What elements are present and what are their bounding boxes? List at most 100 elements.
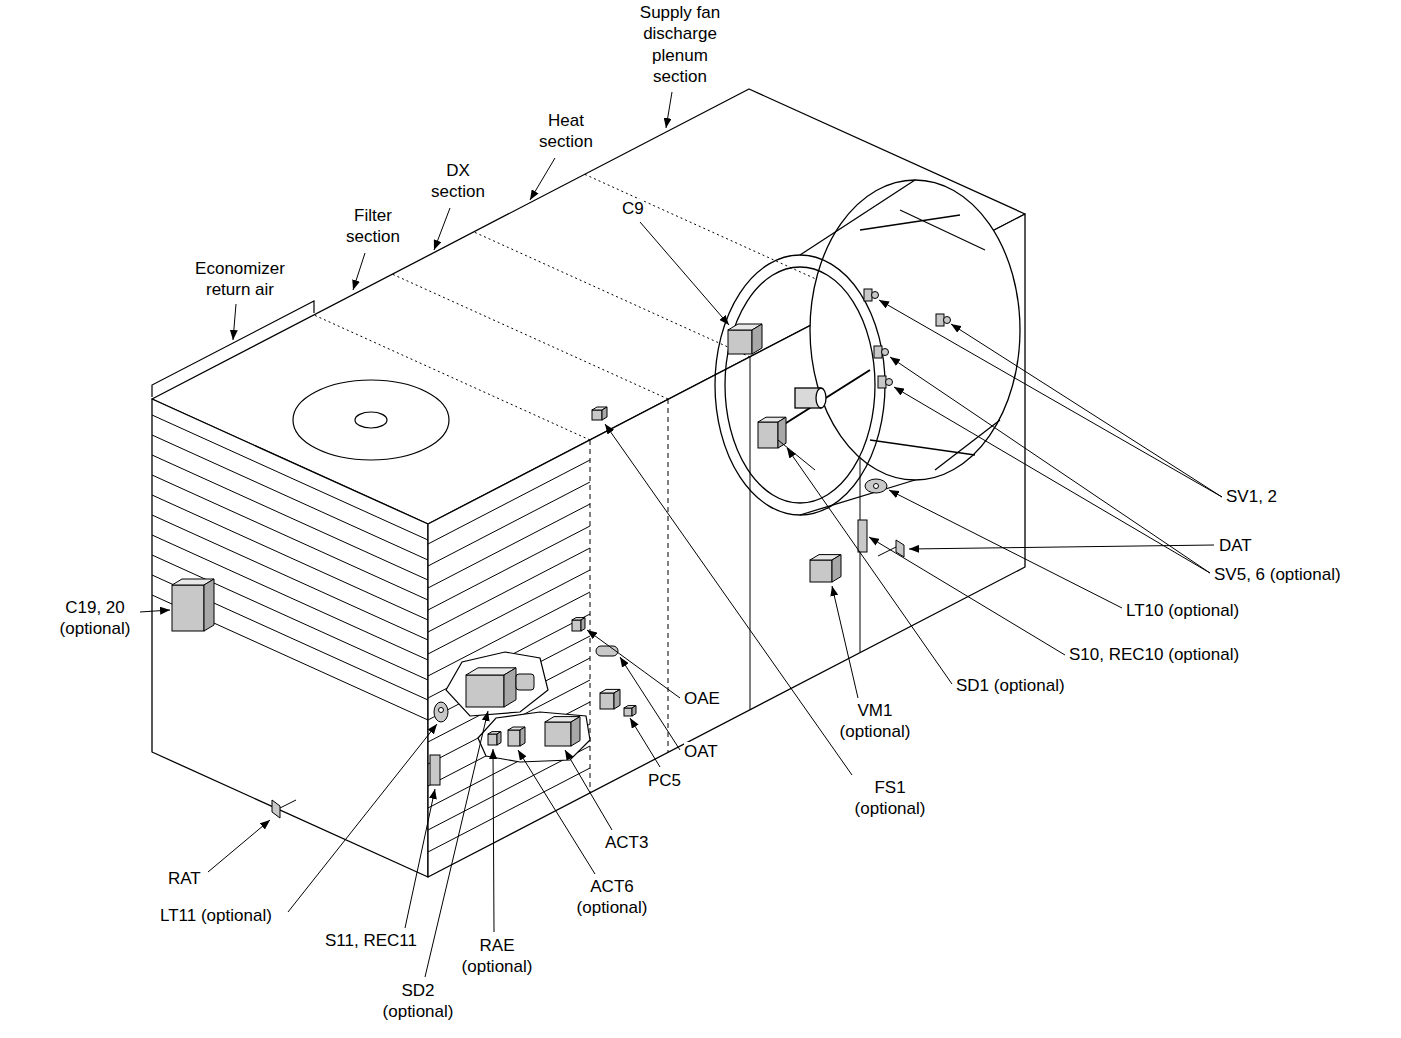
supply-fan (935, 420, 1000, 470)
callout-label: C9 (622, 199, 644, 218)
callout-label: FS1 (optional) (855, 778, 926, 818)
condenser-fan-opening (355, 412, 387, 428)
component-box (758, 422, 778, 448)
louver-slats (428, 636, 590, 720)
component-box (596, 646, 618, 656)
supply-fan (800, 180, 915, 255)
leader-line (640, 222, 729, 325)
supply-fan (725, 267, 875, 503)
louver-slats (152, 555, 428, 680)
component-box (572, 620, 581, 631)
callout-label: SD2 (optional) (375, 980, 461, 1023)
section-label: Supply fan discharge plenum section (634, 2, 726, 87)
louver-slats (152, 455, 428, 580)
valve-symbol (878, 376, 886, 388)
callout-label: PC5 (648, 770, 681, 791)
leader-line (405, 789, 435, 928)
callout-label: S11, REC11 (325, 930, 417, 951)
component-box (430, 755, 440, 785)
callout-label: OAT (684, 741, 718, 762)
condenser-fan-opening (293, 380, 449, 460)
economizer-bracket (152, 301, 314, 397)
leader-line (832, 586, 858, 698)
callout-label: RAT (168, 869, 201, 888)
sensor-symbol (280, 800, 296, 808)
leader-line (518, 750, 595, 874)
louver-slats (428, 460, 590, 544)
supply-fan (870, 440, 975, 455)
component-box (571, 717, 580, 746)
component-box (466, 675, 504, 707)
callout-label: LT10 (optional) (1126, 601, 1239, 620)
component-box (520, 727, 525, 746)
component-box (832, 555, 841, 582)
callout-label: RAE (optional) (462, 936, 533, 976)
sensor-symbol (434, 702, 448, 722)
leader-line (565, 750, 612, 830)
cutaway-openings (478, 712, 590, 762)
component-box (172, 324, 867, 785)
louver-slats (152, 575, 428, 700)
louver-slats (152, 435, 428, 560)
callout-label: ACT6 (optional) (577, 877, 648, 917)
leader-line (787, 448, 952, 684)
section-label: Heat section (539, 111, 593, 151)
leader-line (233, 304, 236, 340)
valve-symbol (936, 314, 944, 326)
callout-label: FS1 (optional) (847, 777, 933, 820)
louver-slats (428, 768, 590, 852)
component-box (516, 674, 534, 690)
component-box (172, 585, 204, 631)
component-box (728, 330, 752, 354)
leader-line (951, 324, 1222, 497)
valve-symbol (872, 292, 879, 299)
economizer-bracket (152, 301, 314, 397)
callout-label: C9 (622, 198, 644, 219)
section-dividers (668, 399, 669, 752)
section-label: Filter section (346, 206, 400, 246)
louver-slats (152, 415, 590, 852)
callout-label: OAE (684, 689, 720, 708)
supply-fan (800, 480, 915, 515)
component-box (632, 706, 636, 716)
callout-label: S11, REC11 (325, 931, 417, 950)
section-dividers (392, 274, 668, 399)
valve-symbol (944, 317, 951, 324)
component-box (581, 618, 585, 631)
callout-label: ACT6 (optional) (569, 876, 655, 919)
section-dividers (314, 174, 860, 793)
section-label: DX section (426, 160, 490, 203)
component-box (204, 579, 214, 631)
component-box (810, 560, 832, 582)
callout-label: OAT (684, 742, 718, 761)
callout-label: SD2 (optional) (383, 981, 454, 1021)
callout-label: LT11 (optional) (160, 905, 272, 926)
louver-slats (428, 570, 590, 654)
louver-slats (428, 548, 590, 632)
callout-label: SV5, 6 (optional) (1214, 564, 1341, 585)
supply-fan (715, 255, 885, 515)
callout-label: PC5 (648, 771, 681, 790)
section-label: Economizer return air (190, 258, 290, 301)
component-box (778, 440, 815, 470)
supply-fan (715, 180, 1020, 515)
supply-fan (816, 388, 826, 408)
callout-label: VM1 (optional) (840, 701, 911, 741)
component-box (497, 732, 501, 745)
component-box (752, 324, 762, 354)
component-box (508, 730, 520, 746)
supply-fan (900, 210, 985, 250)
callout-label: LT11 (optional) (160, 906, 272, 925)
callout-label: SV5, 6 (optional) (1214, 565, 1341, 584)
callout-label: S10, REC10 (optional) (1069, 645, 1239, 664)
callout-label: RAE (optional) (454, 935, 540, 978)
component-box (545, 722, 571, 746)
louver-slats (152, 515, 428, 640)
leader-line (879, 300, 1222, 497)
leader-line (869, 537, 1065, 655)
sensor-symbol (272, 479, 904, 818)
louver-slats (152, 415, 428, 540)
callout-label: SV1, 2 (1226, 486, 1277, 507)
